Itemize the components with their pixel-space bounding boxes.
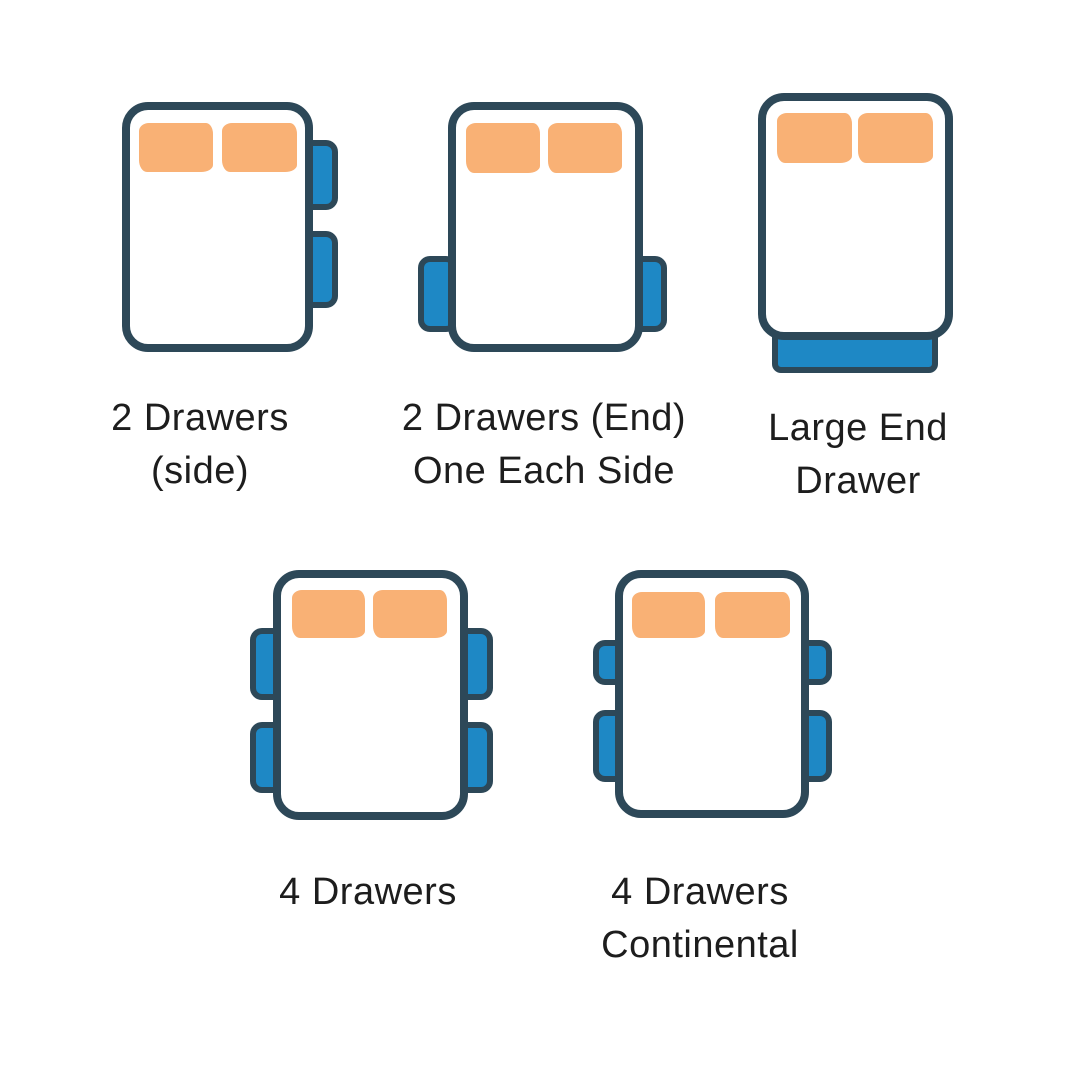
label-line: Continental [601, 924, 799, 966]
label-line: 4 Drawers [611, 871, 789, 913]
pillow-icon [858, 113, 933, 163]
label-line: (side) [150, 450, 250, 492]
pillow-icon [632, 592, 705, 638]
figure-label: 4 Drawers Continental [560, 866, 840, 972]
figure-label: 2 Drawers (side) [60, 392, 340, 498]
pillow-icon [222, 123, 297, 172]
figure-label: 4 Drawers [228, 866, 508, 919]
pillow-icon [548, 123, 622, 173]
pillow-icon [373, 590, 447, 638]
figure-label: 2 Drawers (End) One Each Side [394, 392, 694, 498]
pillow-icon [139, 123, 213, 172]
label-line: 4 Drawers [279, 871, 457, 913]
label-line: 2 Drawers [111, 397, 289, 439]
label-line: One Each Side [412, 450, 676, 492]
pillow-icon [715, 592, 790, 638]
figure-label: Large End Drawer [718, 402, 998, 508]
pillow-icon [466, 123, 540, 173]
pillow-icon [292, 590, 365, 638]
label-line: Drawer [795, 460, 921, 502]
label-line: Large End [768, 407, 948, 449]
label-line: 2 Drawers (End) [401, 397, 687, 439]
pillow-icon [777, 113, 852, 163]
